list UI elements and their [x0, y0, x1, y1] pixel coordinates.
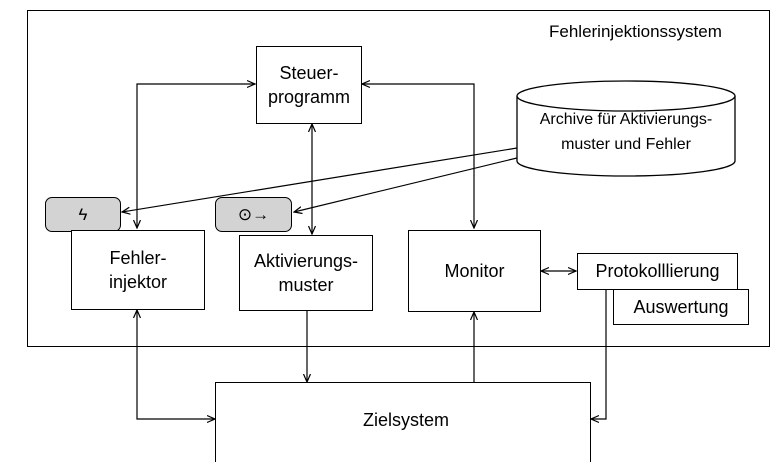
aktivierungsmuster-box: Aktivierungs- muster: [239, 235, 373, 311]
auswertung-label: Auswertung: [633, 296, 729, 317]
fehlerinjektor-box: Fehler- injektor: [71, 230, 205, 310]
connector-steuer-fehler: [137, 84, 255, 228]
fehlerinjektor-label: Fehler- injektor: [108, 247, 168, 292]
connector-steuer-monitor: [362, 84, 474, 228]
steuerprogramm-box: Steuer- programm: [256, 46, 362, 124]
archive-cylinder: [516, 80, 736, 177]
monitor-box: Monitor: [408, 230, 541, 312]
fault-injection-system-frame: [27, 10, 770, 347]
connector-archive-activation: [294, 157, 518, 212]
archive-label: Archive für Aktivierungs- muster und Feh…: [539, 111, 713, 153]
auswertung-box: Auswertung: [613, 289, 749, 325]
protokolllierung-label: Protokolllierung: [595, 261, 720, 282]
connector-protokoll-ziel: [591, 290, 607, 419]
steuerprogramm-label: Steuer- programm: [267, 62, 351, 107]
fault-icon: ϟ: [45, 197, 121, 232]
monitor-label: Monitor: [444, 260, 505, 281]
aktivierungsmuster-label: Aktivierungs- muster: [253, 250, 359, 295]
connector-archive-fault: [122, 147, 518, 212]
zielsystem-label: Zielsystem: [363, 410, 450, 430]
system-title: Fehlerinjektionssystem: [549, 22, 722, 41]
activation-icon: ⊙→: [215, 197, 292, 232]
zielsystem-box: [215, 382, 591, 462]
protokolllierung-box: Protokolllierung: [577, 253, 738, 290]
connector-fehler-ziel: [137, 310, 215, 419]
